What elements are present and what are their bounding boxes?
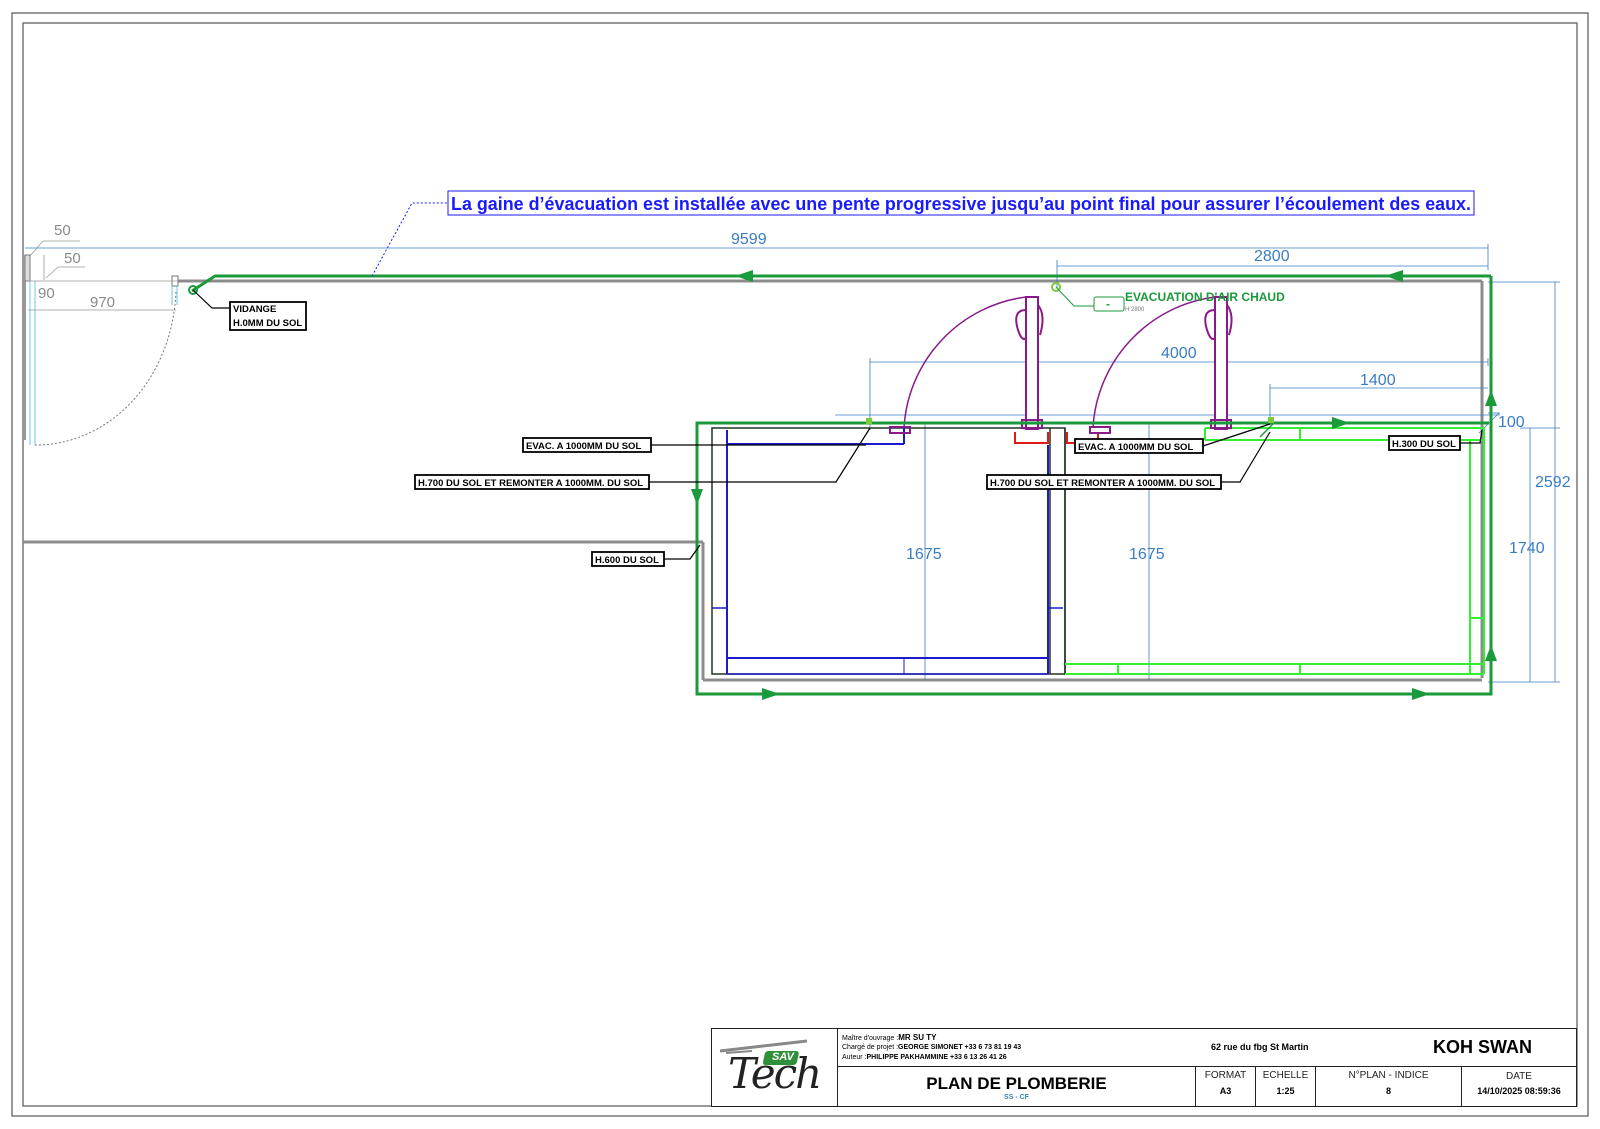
drain-point-vidange [188, 285, 198, 295]
plan-title-cell: PLAN DE PLOMBERIE SS - CF [837, 1067, 1195, 1106]
tag-h700-left: H.700 DU SOL ET REMONTER A 1000MM. DU SO… [414, 474, 650, 490]
green-drain-pipe [191, 274, 1493, 696]
format-label: FORMAT [1204, 1070, 1247, 1081]
flow-arrows [691, 270, 1497, 700]
evac-air-box-text: - [1106, 297, 1110, 311]
logo-tech: Tech [728, 1049, 822, 1098]
tag-vidange-line2: H.0MM DU SOL [233, 318, 302, 329]
author-label: Auteur : [842, 1054, 867, 1061]
echelle-label: ECHELLE [1262, 1070, 1309, 1081]
drain-point-left [866, 418, 872, 424]
note-leader [371, 202, 448, 277]
pm-value: GEORGE SIMONET +33 6 73 81 19 43 [898, 1044, 1022, 1051]
pm-label: Chargé de projet : [842, 1044, 899, 1051]
drain-point-air [1051, 282, 1061, 292]
info-cell: Maître d'ouvrage :MR SU TY Chargé de pro… [837, 1029, 1576, 1067]
nplan-label: N°PLAN - INDICE [1348, 1070, 1429, 1081]
walls [23, 254, 1484, 682]
tag-h600: H.600 DU SOL [591, 551, 665, 567]
blue-unit [712, 428, 1063, 675]
tag-evac-air: - EVACUATION D'AIR CHAUD H 2800 [1093, 290, 1285, 313]
green-unit [1065, 427, 1485, 675]
echelle-cell: ECHELLE 1:25 [1255, 1067, 1315, 1106]
tag-evac-right-text: EVAC. A 1000MM DU SOL [1078, 442, 1193, 453]
date-label: DATE [1506, 1071, 1532, 1082]
owner-value: MR SU TY [898, 1033, 937, 1042]
author-value: PHILIPPE PAKHAMMINE +33 6 13 26 41 26 [866, 1054, 1007, 1061]
tag-h300: H.300 DU SOL [1388, 435, 1461, 451]
nplan-cell: N°PLAN - INDICE 8 [1315, 1067, 1461, 1106]
dim-1400: 1400 [1360, 372, 1396, 389]
dim-100: 100 [1498, 414, 1525, 431]
dimension-lines-gray [28, 240, 178, 311]
project-name: KOH SWAN [1433, 1037, 1532, 1057]
author-line: Auteur :PHILIPPE PAKHAMMINE +33 6 13 26 … [842, 1053, 1007, 1062]
dim-2592: 2592 [1535, 474, 1571, 491]
sheet-inner-frame [22, 22, 1578, 1107]
address: 62 rue du fbg St Martin [1211, 1042, 1309, 1052]
plan-title: PLAN DE PLOMBERIE [926, 1074, 1107, 1093]
note-text: La gaine d’évacuation est installée avec… [451, 194, 1471, 214]
tag-vidange-line1: VIDANGE [233, 304, 276, 315]
logo-graphic [719, 1039, 808, 1065]
date-cell: DATE 14/10/2025 08:59:36 [1461, 1067, 1576, 1106]
owner-line: Maître d'ouvrage :MR SU TY [842, 1033, 936, 1043]
evac-air-height: H 2800 [1125, 307, 1145, 313]
dim-4000: 4000 [1161, 345, 1197, 362]
tag-evac-right: EVAC. A 1000MM DU SOL [1074, 438, 1204, 454]
dimension-lines [25, 244, 1560, 683]
evac-air-title: EVACUATION D'AIR CHAUD [1125, 290, 1285, 304]
dim-50-a: 50 [54, 222, 71, 239]
dark-furniture-frame [711, 427, 1066, 675]
format-cell: FORMAT A3 [1195, 1067, 1255, 1106]
title-block: SAV Tech Maître d'ouvrage :MR SU TY Char… [711, 1028, 1577, 1107]
tag-evac-left-text: EVAC. A 1000MM DU SOL [526, 441, 641, 452]
dim-2800: 2800 [1254, 248, 1290, 265]
tag-vidange: VIDANGE H.0MM DU SOL [229, 301, 307, 331]
tag-h300-text: H.300 DU SOL [1392, 439, 1456, 450]
tag-h700-right: H.700 DU SOL ET REMONTER A 1000MM. DU SO… [986, 474, 1222, 490]
tag-h700-right-text: H.700 DU SOL ET REMONTER A 1000MM. DU SO… [990, 478, 1215, 489]
date-value: 14/10/2025 08:59:36 [1477, 1086, 1561, 1096]
purple-doors [889, 296, 1233, 434]
echelle-value: 1:25 [1276, 1086, 1295, 1096]
nplan-value: 8 [1385, 1086, 1391, 1096]
pm-line: Chargé de projet :GEORGE SIMONET +33 6 7… [842, 1043, 1021, 1052]
drain-point-right [1268, 417, 1274, 423]
tag-h700-left-text: H.700 DU SOL ET REMONTER A 1000MM. DU SO… [418, 478, 643, 489]
sheet-outer-frame [11, 12, 1589, 1117]
tag-h600-text: H.600 DU SOL [595, 555, 659, 566]
dim-1675-right: 1675 [1129, 546, 1165, 563]
dim-50-b: 50 [64, 250, 81, 267]
logo: SAV Tech [712, 1029, 837, 1106]
format-value: A3 [1219, 1086, 1232, 1096]
leader-lines [192, 286, 1483, 560]
dim-1740: 1740 [1509, 540, 1545, 557]
logo-sav: SAV [772, 1051, 794, 1063]
dim-1675-left: 1675 [906, 546, 942, 563]
tag-evac-left: EVAC. A 1000MM DU SOL [522, 437, 652, 453]
dim-970: 970 [90, 294, 115, 311]
dim-9599: 9599 [731, 231, 767, 248]
plan-subtitle: SS - CF [1004, 1094, 1029, 1101]
note-box [447, 190, 1475, 216]
dim-90: 90 [38, 285, 55, 302]
owner-label: Maître d'ouvrage : [842, 1035, 899, 1042]
